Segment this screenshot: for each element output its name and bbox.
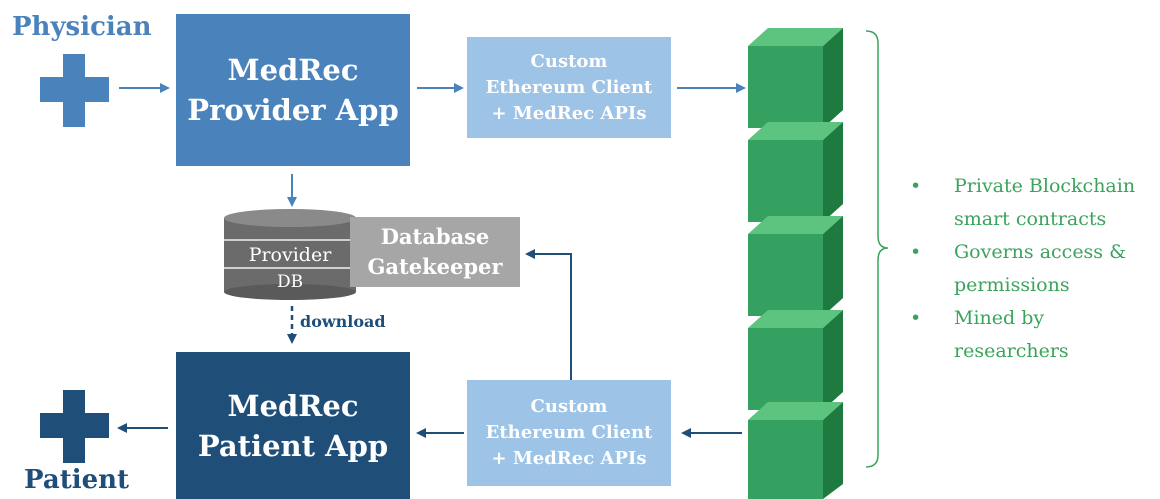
- physician-label: Physician: [12, 12, 152, 42]
- eth-bottom-line3: + MedRec APIs: [491, 448, 647, 469]
- provider-app-line1: MedRec: [227, 53, 359, 87]
- db-label-line1: Provider: [249, 244, 333, 266]
- blockchain-column: [748, 28, 843, 499]
- patient-cross-icon: [40, 390, 109, 463]
- gatekeeper-line1: Database: [380, 224, 490, 249]
- patient-app-box: MedRec Patient App: [176, 352, 410, 499]
- note-item: Governs access & permissions: [910, 236, 1160, 302]
- patient-app-line1: MedRec: [227, 388, 359, 423]
- block-1: [748, 28, 843, 128]
- eth-bottom-line2: Ethereum Client: [485, 422, 653, 443]
- gatekeeper-line2: Gatekeeper: [367, 254, 503, 279]
- eth-top-line3: + MedRec APIs: [491, 102, 647, 124]
- ethereum-client-top: Custom Ethereum Client + MedRec APIs: [467, 37, 671, 138]
- block-4: [748, 310, 843, 410]
- patient-app-line2: Patient App: [197, 428, 389, 463]
- provider-db-cylinder: [224, 209, 356, 300]
- patient-label: Patient: [24, 465, 130, 495]
- block-3: [748, 216, 843, 316]
- note-item: Private Blockchain smart contracts: [910, 170, 1160, 236]
- ethereum-client-bottom: Custom Ethereum Client + MedRec APIs: [467, 380, 671, 486]
- block-5: [748, 402, 843, 499]
- eth-top-line1: Custom: [530, 50, 608, 72]
- download-label: download: [300, 312, 386, 331]
- note-item: Mined by researchers: [910, 302, 1160, 368]
- provider-app-line2: Provider App: [187, 93, 399, 127]
- provider-app-box: MedRec Provider App: [176, 14, 410, 166]
- blockchain-notes-list: Private Blockchain smart contracts Gover…: [910, 170, 1160, 368]
- db-label-line2: DB: [277, 272, 303, 292]
- arrow-client-to-gatekeeper: [525, 249, 572, 380]
- blockchain-brace: [865, 30, 889, 468]
- physician-cross-icon: [40, 54, 109, 127]
- eth-top-line2: Ethereum Client: [485, 76, 653, 98]
- block-2: [748, 122, 843, 222]
- database-gatekeeper-box: Database Gatekeeper: [350, 217, 520, 287]
- eth-bottom-line1: Custom: [530, 396, 608, 417]
